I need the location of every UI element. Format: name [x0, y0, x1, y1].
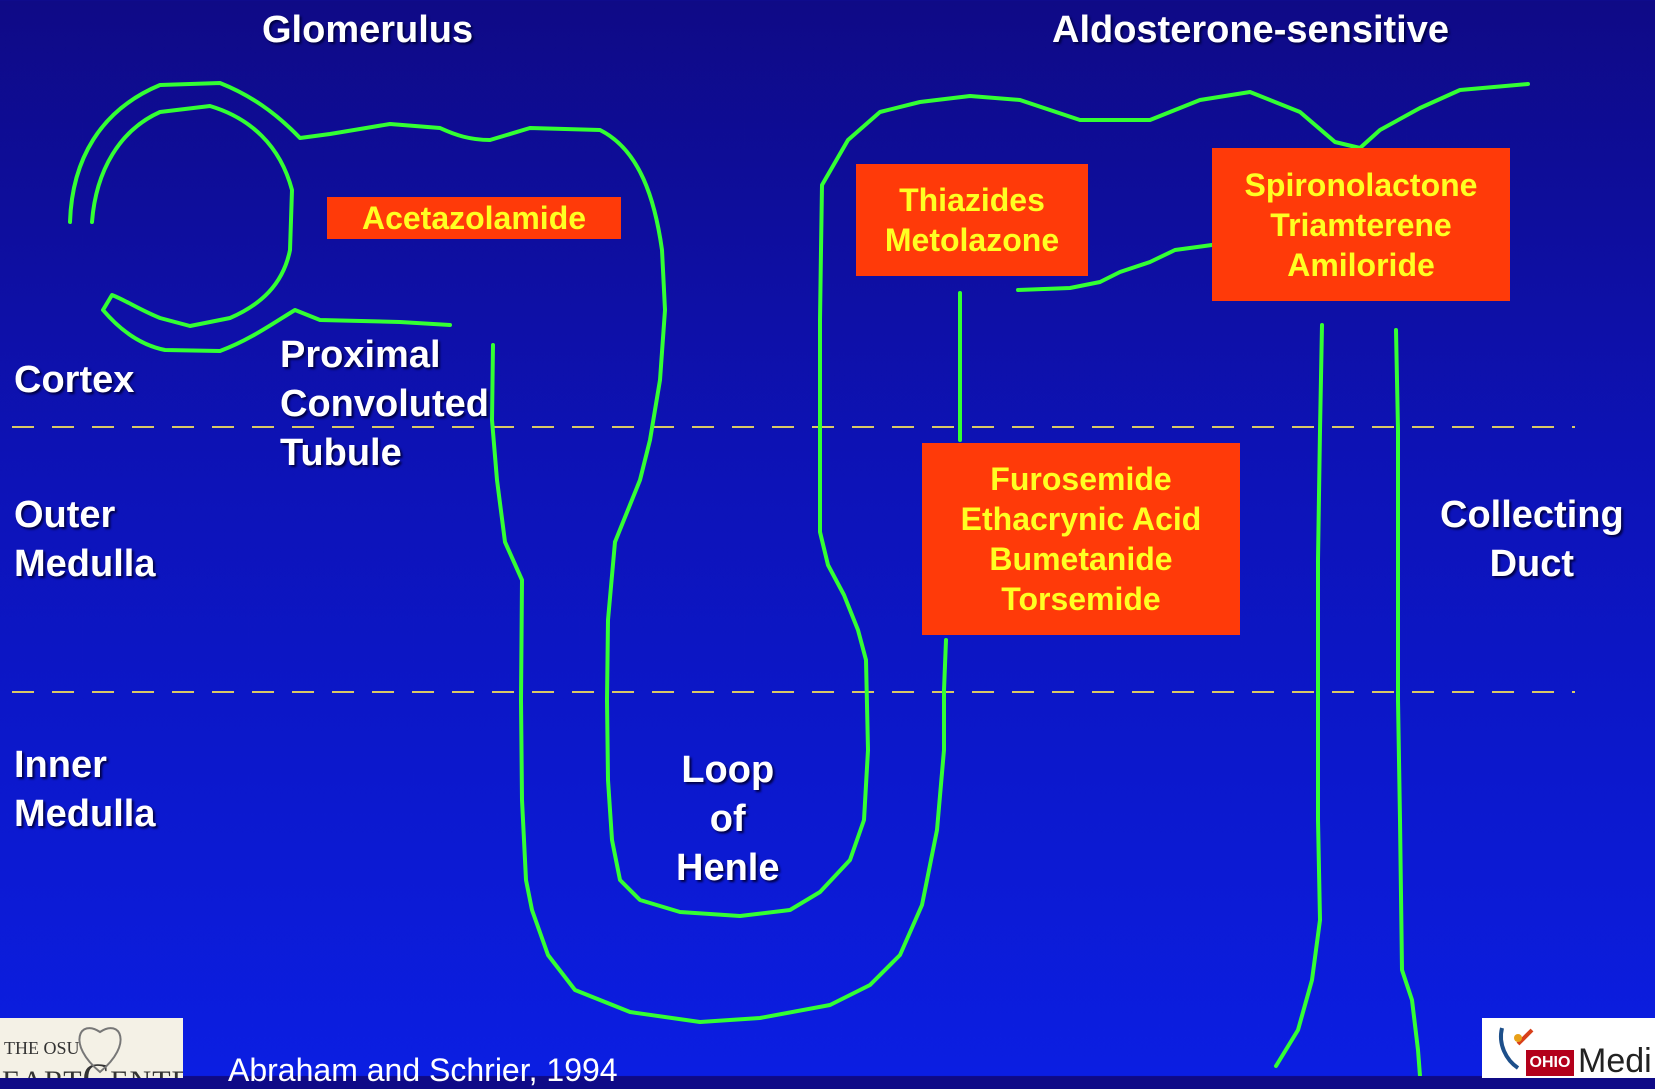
osu-heart-center-logo: THE OSU EARTCENTER	[0, 1018, 183, 1078]
drug-box-loop-diuretics: Furosemide Ethacrynic Acid Bumetanide To…	[922, 443, 1240, 635]
label-proximal-convoluted-tubule: Proximal Convoluted Tubule	[280, 331, 489, 478]
header-glomerulus: Glomerulus	[262, 6, 473, 55]
zone-outer-medulla: Outer Medulla	[14, 491, 155, 589]
drug-box-potassium-sparing: Spironolactone Triamterene Amiloride	[1212, 148, 1510, 301]
header-aldosterone-sensitive: Aldosterone-sensitive	[1052, 6, 1449, 55]
collecting-duct-right	[1396, 330, 1420, 1076]
collecting-duct-top	[1360, 84, 1528, 148]
citation: Abraham and Schrier, 1994	[228, 1052, 618, 1089]
label-loop-of-henle: Loop of Henle	[676, 746, 779, 893]
collecting-duct-left	[1276, 325, 1322, 1066]
label-collecting-duct: Collecting Duct	[1440, 491, 1624, 589]
proximal-tubule	[492, 345, 946, 1022]
drug-box-acetazolamide: Acetazolamide	[327, 197, 621, 239]
zone-inner-medulla: Inner Medulla	[14, 741, 155, 839]
ohio-state-medical-logo: OHIO Medi	[1482, 1018, 1655, 1078]
drug-box-thiazides: Thiazides Metolazone	[856, 164, 1088, 276]
zone-cortex: Cortex	[14, 356, 134, 405]
